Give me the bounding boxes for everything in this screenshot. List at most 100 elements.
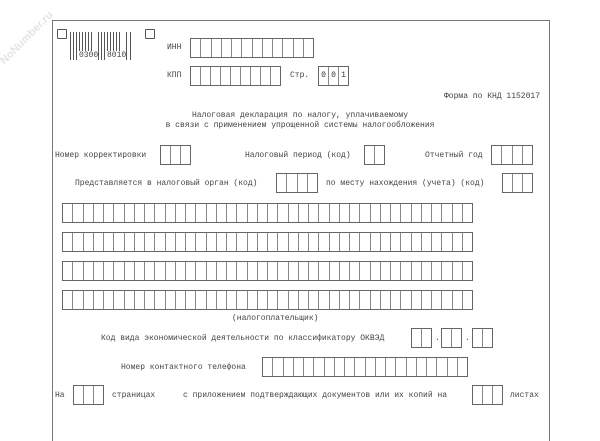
cell	[463, 291, 472, 309]
tax-office-field[interactable]	[276, 173, 318, 193]
cell	[84, 291, 94, 309]
okved-field-3[interactable]	[472, 328, 493, 348]
cell	[63, 262, 74, 280]
cell	[84, 204, 94, 222]
cell	[73, 262, 84, 280]
barcode-line	[98, 32, 99, 60]
cell	[181, 146, 190, 164]
cell	[273, 358, 284, 376]
cell	[196, 262, 207, 280]
taxpayer-name-row-2[interactable]	[62, 232, 473, 252]
tax-period-field[interactable]	[364, 145, 385, 165]
form-code: Форма по КНД 1152017	[443, 92, 540, 101]
cell	[493, 386, 502, 404]
year-label: Отчетный год	[425, 151, 483, 160]
page-number-field[interactable]: 0 0 1	[318, 66, 349, 86]
location-code-field[interactable]	[502, 173, 533, 193]
cell	[237, 233, 248, 251]
cell	[366, 358, 376, 376]
cell	[263, 358, 274, 376]
cell	[237, 262, 248, 280]
kpp-field[interactable]	[190, 66, 281, 86]
cell	[453, 204, 463, 222]
inn-field[interactable]	[190, 38, 314, 58]
correction-label: Номер корректировки	[55, 151, 147, 160]
cell	[381, 262, 391, 280]
cell	[381, 204, 391, 222]
cell	[268, 204, 279, 222]
inn-label: ИНН	[167, 43, 182, 52]
phone-field[interactable]	[262, 357, 468, 377]
cell	[371, 204, 381, 222]
cell	[345, 358, 356, 376]
cell	[452, 329, 461, 347]
cell	[412, 329, 422, 347]
cell	[308, 174, 317, 192]
cell	[523, 174, 532, 192]
cell	[350, 233, 361, 251]
cell	[191, 39, 202, 57]
pages-count-field[interactable]	[73, 385, 104, 405]
cell	[287, 174, 298, 192]
cell	[104, 204, 115, 222]
cell	[166, 262, 176, 280]
cell	[186, 233, 197, 251]
taxpayer-name-row-1[interactable]	[62, 203, 473, 223]
tax-office-label: Представляется в налоговый орган (код)	[75, 179, 258, 188]
correction-number-field[interactable]	[160, 145, 191, 165]
taxpayer-name-row-4[interactable]	[62, 290, 473, 310]
cell	[386, 358, 397, 376]
cell	[502, 146, 513, 164]
cell	[74, 386, 84, 404]
cell	[104, 233, 115, 251]
okved-separator: .	[435, 334, 440, 343]
cell	[289, 204, 299, 222]
cell	[319, 262, 330, 280]
cell	[222, 39, 232, 57]
cell	[381, 291, 391, 309]
cell	[145, 204, 156, 222]
barcode-line	[107, 32, 108, 60]
cell	[319, 204, 330, 222]
cell	[401, 291, 412, 309]
cell	[412, 204, 422, 222]
cell	[448, 358, 458, 376]
cell	[463, 204, 472, 222]
cell	[268, 262, 279, 280]
cell	[401, 204, 412, 222]
cell	[350, 262, 361, 280]
cell	[155, 233, 166, 251]
title-line-2: в связи с применением упрощенной системы…	[165, 121, 435, 130]
cell	[335, 358, 345, 376]
cell	[453, 262, 463, 280]
cell	[273, 39, 284, 57]
cell	[360, 233, 371, 251]
sheets-count-field[interactable]	[472, 385, 503, 405]
taxpayer-name-row-3[interactable]	[62, 261, 473, 281]
cell	[442, 233, 453, 251]
cell	[299, 233, 309, 251]
cell	[437, 358, 448, 376]
cell	[391, 204, 402, 222]
barcode-code-2: 8010	[107, 51, 127, 60]
barcode-line	[70, 32, 71, 60]
cell	[330, 233, 340, 251]
okved-field-2[interactable]	[441, 328, 462, 348]
cell	[503, 174, 513, 192]
cell	[125, 291, 135, 309]
cell	[186, 262, 197, 280]
cell	[330, 204, 340, 222]
cell	[176, 233, 186, 251]
cell	[371, 262, 381, 280]
okved-field-1[interactable]	[411, 328, 432, 348]
cell	[196, 233, 207, 251]
reporting-year-field[interactable]	[491, 145, 533, 165]
cell	[371, 291, 381, 309]
cell	[63, 233, 74, 251]
cell	[298, 174, 308, 192]
cell	[401, 262, 412, 280]
form-title: Налоговая декларация по налогу, уплачива…	[0, 111, 600, 131]
cell	[463, 262, 472, 280]
cell	[145, 262, 156, 280]
cell	[309, 262, 320, 280]
